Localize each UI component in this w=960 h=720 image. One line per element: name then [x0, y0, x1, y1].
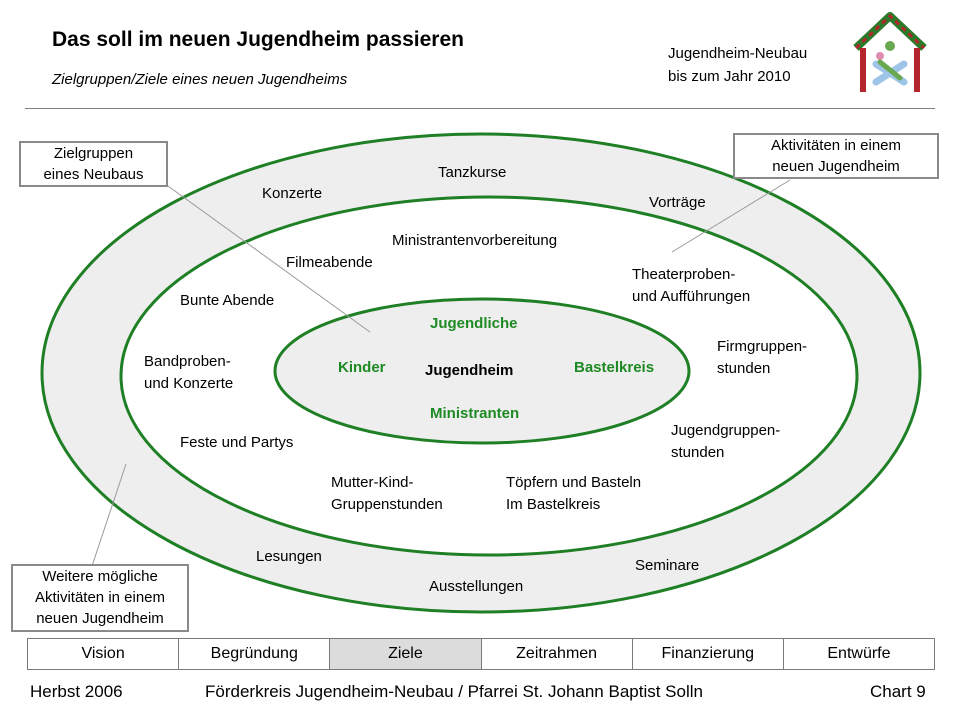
footer-date: Herbst 2006: [30, 682, 123, 701]
house-logo-icon: [853, 12, 927, 92]
callout-line-zielgruppen: [167, 185, 371, 333]
footer-organization: Förderkreis Jugendheim-Neubau / Pfarrei …: [205, 682, 703, 701]
activity-bunte-abende: Bunte Abende: [180, 292, 275, 309]
callout-weitere-line1: Weitere mögliche: [42, 568, 158, 585]
project-label-line2: bis zum Jahr 2010: [668, 68, 791, 85]
activity-mutter-kind-line2: Gruppenstunden: [331, 496, 443, 513]
activity-bandproben-line1: Bandproben-: [144, 353, 231, 370]
page-title: Das soll im neuen Jugendheim passieren: [52, 28, 464, 51]
activity-firmgruppen: Firmgruppen- stunden: [717, 336, 807, 380]
group-kinder: Kinder: [338, 359, 386, 376]
activity-bandproben: Bandproben- und Konzerte: [144, 351, 233, 395]
inner-ellipse: [273, 297, 691, 445]
project-label: Jugendheim-Neubau bis zum Jahr 2010: [668, 42, 807, 88]
group-jugendliche: Jugendliche: [430, 315, 518, 332]
callout-aktivitaeten-line1: Aktivitäten in einem: [770, 137, 902, 154]
activity-vortraege: Vorträge: [649, 194, 706, 211]
callout-weitere-line2: Aktivitäten in einem: [34, 589, 166, 606]
activity-tanzkurse: Tanzkurse: [438, 164, 507, 181]
activity-feste: Feste und Partys: [180, 434, 294, 451]
callout-aktivitaeten: Aktivitäten in einem neuen Jugendheim: [733, 133, 939, 179]
callout-aktivitaeten-line2: neuen Jugendheim: [772, 158, 900, 175]
project-label-line1: Jugendheim-Neubau: [668, 45, 808, 62]
callout-line-weitere: [91, 463, 127, 567]
callout-line-aktivitaeten: [671, 179, 791, 253]
nav-tab-begruendung[interactable]: Begründung: [179, 639, 331, 669]
activity-jugendgruppen: Jugendgruppen- stunden: [671, 420, 780, 464]
nav-tab-entwuerfe[interactable]: Entwürfe: [783, 639, 935, 669]
activity-toepfern-line1: Töpfern und Basteln: [506, 474, 642, 491]
activity-seminare: Seminare: [635, 557, 700, 574]
activity-theater-line1: Theaterproben-: [632, 266, 736, 283]
callout-weitere: Weitere mögliche Aktivitäten in einem ne…: [11, 564, 189, 632]
callout-zielgruppen: Zielgruppen eines Neubaus: [19, 141, 168, 187]
activity-jugendgruppen-line2: stunden: [671, 444, 725, 461]
activity-filmeabende: Filmeabende: [286, 254, 373, 271]
activity-theater: Theaterproben- und Aufführungen: [632, 264, 750, 308]
activity-theater-line2: und Aufführungen: [632, 288, 751, 305]
callout-zielgruppen-line2: eines Neubaus: [43, 166, 144, 183]
activity-toepfern: Töpfern und Basteln Im Bastelkreis: [506, 472, 641, 516]
group-bastelkreis: Bastelkreis: [574, 359, 655, 376]
activity-lesungen: Lesungen: [256, 548, 322, 565]
activity-mutter-kind-line1: Mutter-Kind-: [331, 474, 414, 491]
activity-ministrantenvorbereitung: Ministrantenvorbereitung: [392, 232, 558, 249]
activity-ausstellungen: Ausstellungen: [429, 578, 524, 595]
page-subtitle: Zielgruppen/Ziele eines neuen Jugendheim…: [52, 71, 348, 88]
nav-tab-vision[interactable]: Vision: [28, 639, 180, 669]
callout-weitere-line3: neuen Jugendheim: [36, 610, 164, 627]
nav-tab-finanzierung[interactable]: Finanzierung: [632, 639, 784, 669]
group-ministranten: Ministranten: [430, 405, 520, 422]
activity-jugendgruppen-line1: Jugendgruppen-: [671, 422, 781, 439]
nav-tab-ziele[interactable]: Ziele: [330, 639, 482, 669]
activity-bandproben-line2: und Konzerte: [144, 375, 234, 392]
header-divider: [25, 108, 935, 109]
callout-zielgruppen-line1: Zielgruppen: [53, 145, 134, 162]
activity-konzerte: Konzerte: [262, 185, 323, 202]
nav-tab-zeitrahmen[interactable]: Zeitrahmen: [481, 639, 633, 669]
activity-toepfern-line2: Im Bastelkreis: [506, 496, 601, 513]
activity-firmgruppen-line1: Firmgruppen-: [717, 338, 808, 355]
footer-page-number: Chart 9: [870, 682, 926, 701]
activity-firmgruppen-line2: stunden: [717, 360, 771, 377]
center-jugendheim: Jugendheim: [425, 362, 514, 379]
section-nav: Vision Begründung Ziele Zeitrahmen Finan…: [27, 638, 935, 670]
activity-mutter-kind: Mutter-Kind- Gruppenstunden: [331, 472, 443, 516]
